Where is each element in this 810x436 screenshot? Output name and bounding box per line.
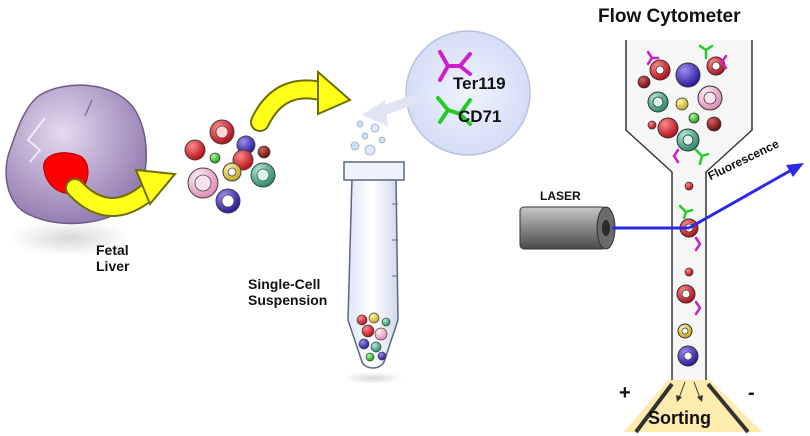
process-arrow-icon [65, 168, 177, 217]
flow-cell-icon [625, 40, 753, 380]
fetal-liver-label-line2: Liver [96, 258, 130, 275]
cd71-label: CD71 [458, 107, 502, 126]
suspension-label-line2: Suspension [248, 292, 328, 309]
bubbles-icon [350, 120, 386, 156]
sorting-plates [624, 380, 762, 434]
suspension-label: Single-Cell Suspension [248, 276, 327, 308]
cell-cluster-icon [184, 119, 276, 214]
antibody-bubble [362, 30, 531, 156]
fetal-liver-label-line1: Fetal [96, 242, 129, 258]
suspension-label-line1: Single-Cell [248, 276, 321, 292]
tube-icon [343, 161, 405, 384]
fetal-liver-icon [5, 84, 147, 256]
plus-sign: + [619, 382, 631, 404]
laser-icon [519, 163, 804, 250]
antibody-icon [436, 96, 472, 126]
minus-sign: - [748, 382, 755, 404]
antibody-icon [438, 50, 472, 82]
sorting-label: Sorting [648, 408, 711, 428]
process-arrow-icon [250, 69, 352, 132]
flow-cytometer-title: Flow Cytometer [598, 6, 741, 27]
ter119-label: Ter119 [453, 74, 506, 93]
fetal-liver-label: Fetal Liver [96, 242, 129, 274]
laser-label: LASER [540, 189, 581, 203]
